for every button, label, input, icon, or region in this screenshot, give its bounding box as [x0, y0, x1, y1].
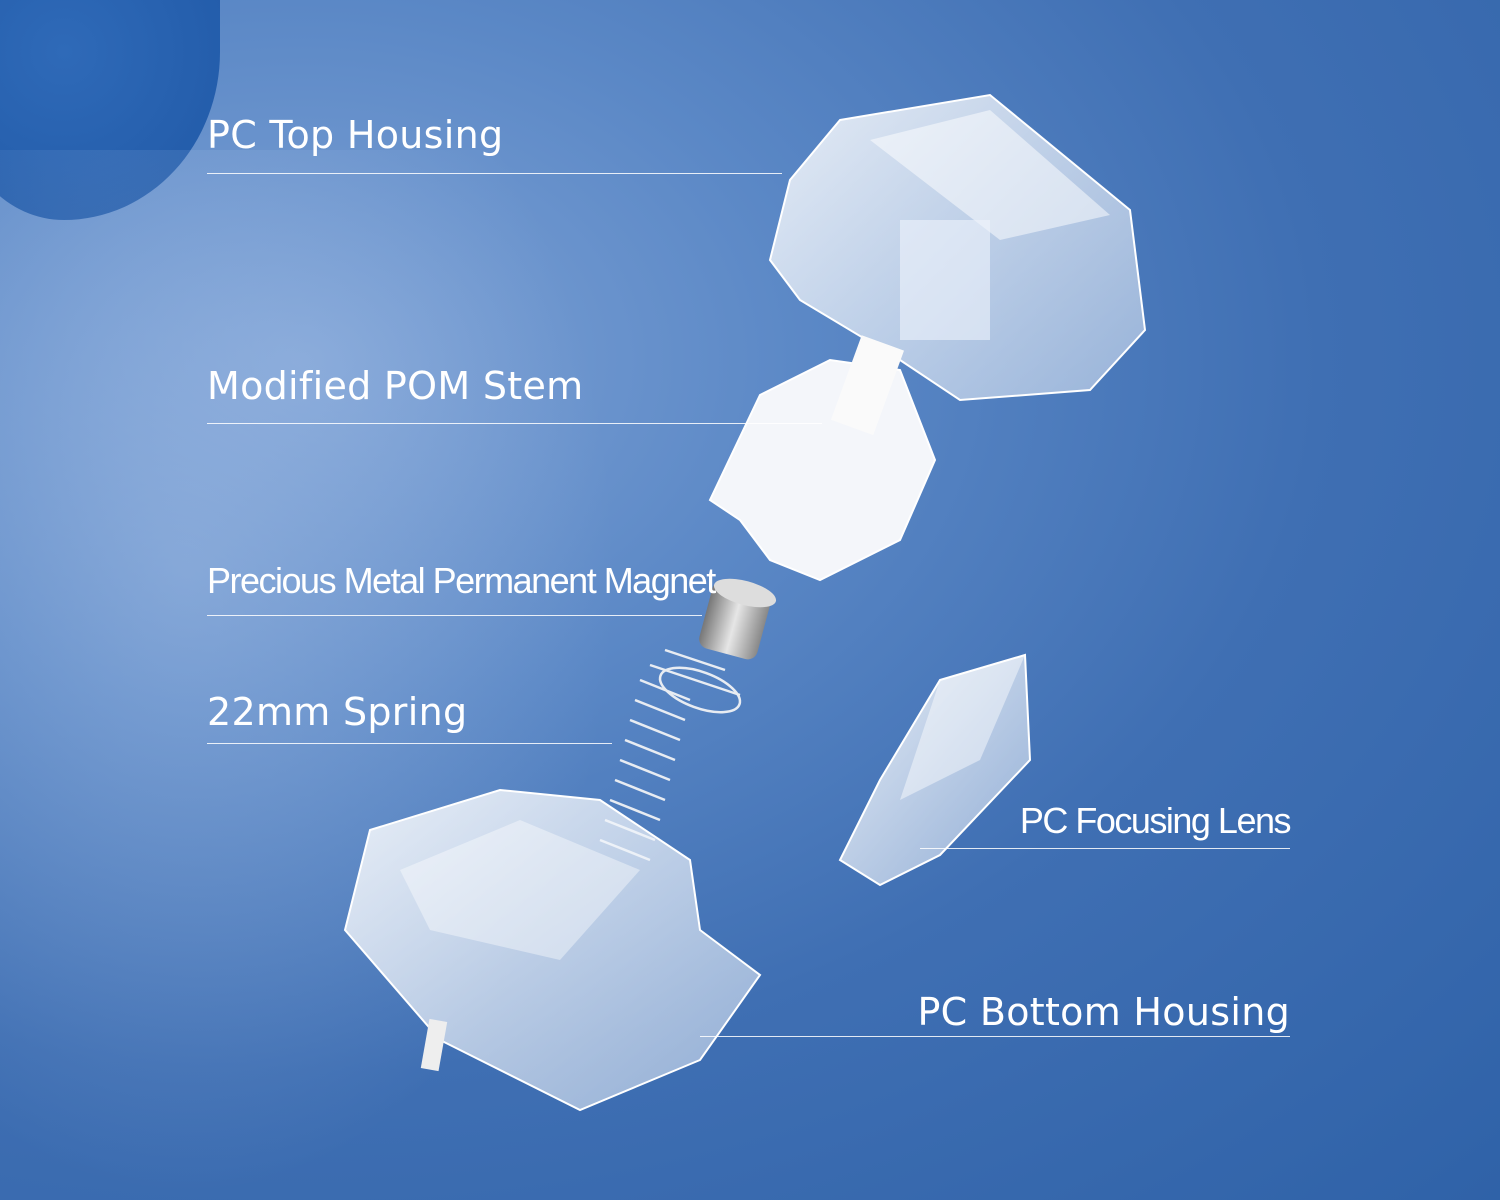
leader-line-bottom-housing [700, 1036, 1290, 1037]
leader-line-magnet [207, 615, 702, 616]
label-magnet: Precious Metal Permanent Magnet [207, 560, 716, 601]
top-housing-part [768, 93, 1147, 402]
bottom-housing-part [343, 788, 762, 1112]
label-spring: 22mm Spring [207, 690, 468, 734]
label-stem: Modified POM Stem [207, 364, 584, 408]
label-top-housing: PC Top Housing [207, 113, 504, 157]
leader-line-spring [207, 743, 612, 744]
leader-line-top-housing [207, 173, 782, 174]
leader-line-lens [920, 848, 1290, 849]
stem-part [708, 335, 937, 582]
label-bottom-housing: PC Bottom Housing [917, 990, 1290, 1034]
magnet-part [699, 578, 777, 660]
lens-part [838, 653, 1032, 887]
leader-line-stem [207, 423, 822, 424]
label-lens: PC Focusing Lens [1019, 800, 1292, 841]
